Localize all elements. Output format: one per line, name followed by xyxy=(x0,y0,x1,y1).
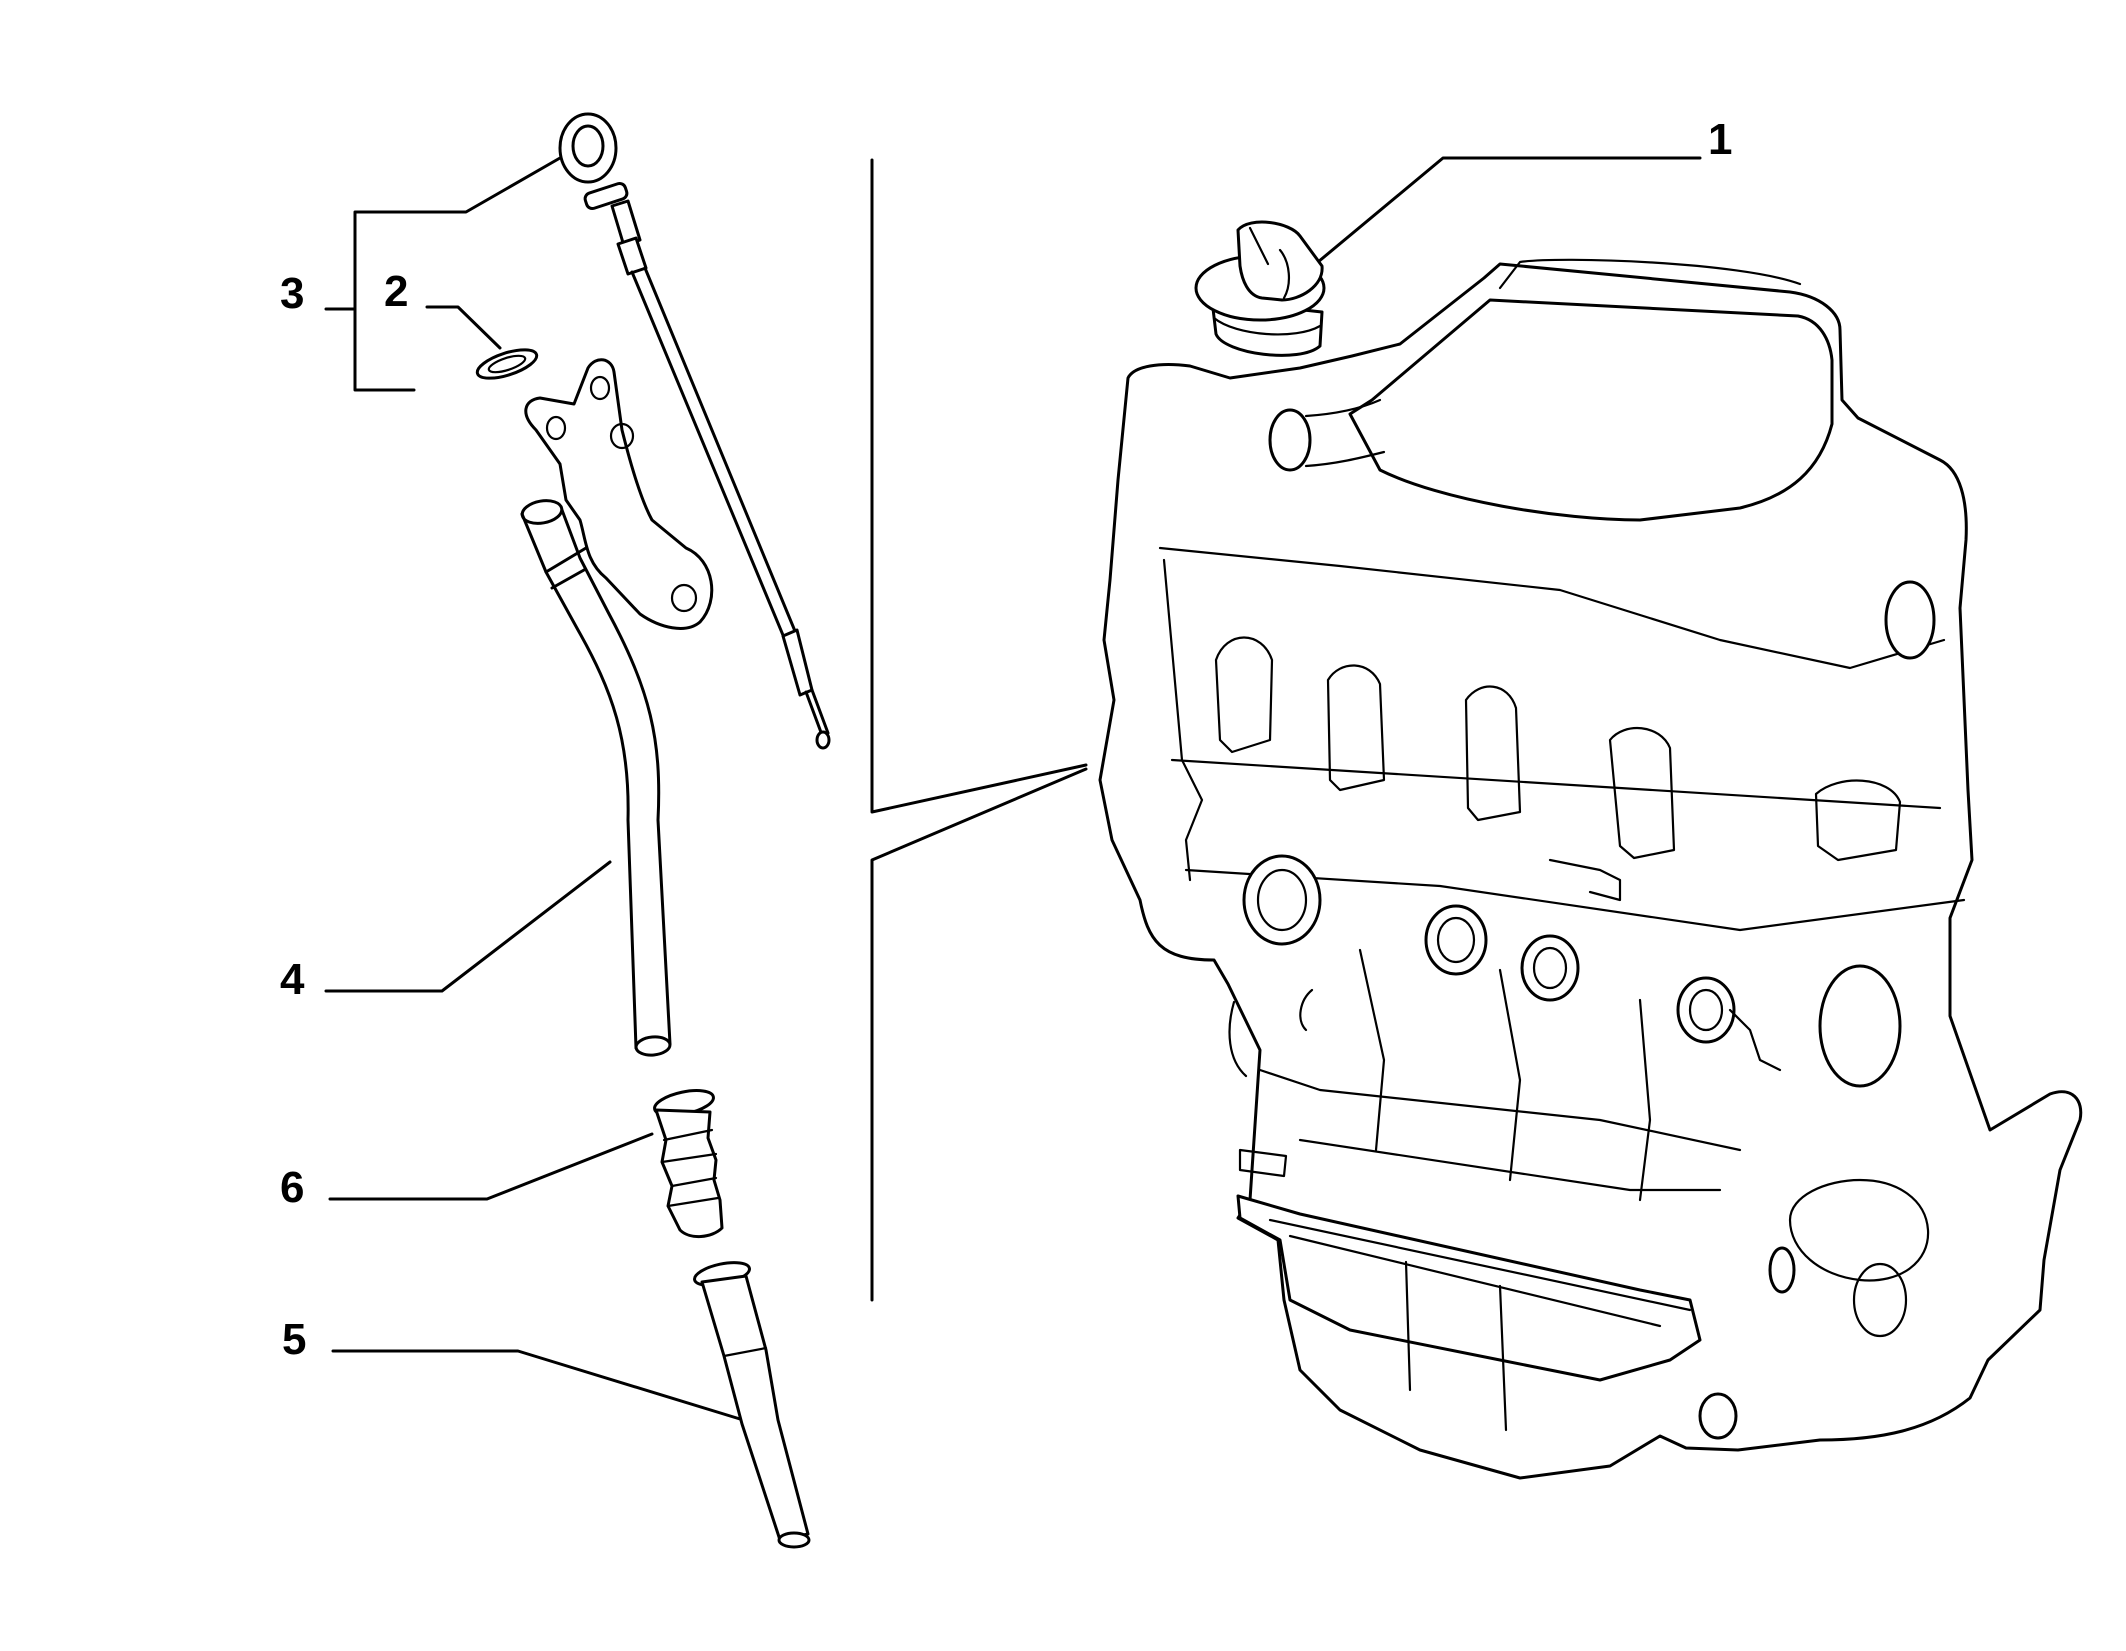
assembly-bracket xyxy=(870,158,1088,814)
seal-ring-icon xyxy=(475,348,539,380)
callout-label-6: 6 xyxy=(280,1163,305,1212)
callout-label-4: 4 xyxy=(280,955,305,1004)
leader-line-5 xyxy=(331,1349,742,1421)
leader-line-1 xyxy=(1316,156,1702,264)
leader-line-4 xyxy=(324,860,612,993)
callout-label-1: 1 xyxy=(1708,115,1733,164)
assembly-bracket-lower xyxy=(870,767,1088,1302)
engine-block-icon xyxy=(1098,258,2083,1480)
tube-icon xyxy=(693,1261,811,1549)
callout-label-2: 2 xyxy=(384,267,409,316)
callout-label-5: 5 xyxy=(282,1315,307,1364)
mounting-bracket-icon xyxy=(524,358,714,630)
bushing-icon xyxy=(653,1089,724,1238)
leader-line-6 xyxy=(328,1132,654,1201)
dipstick-icon xyxy=(558,112,831,750)
bracket-3 xyxy=(353,156,562,392)
oil-filler-cap-icon xyxy=(1194,220,1326,357)
dipstick-guide-tube-icon xyxy=(520,499,672,1057)
callout-label-3: 3 xyxy=(280,269,305,318)
leader-lines xyxy=(324,156,1702,1421)
leader-line-2 xyxy=(425,305,502,350)
